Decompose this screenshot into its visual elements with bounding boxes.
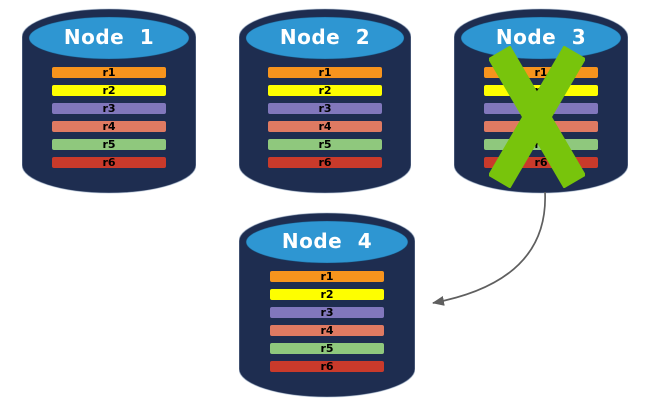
replica-bar-r5: r5 (267, 138, 383, 151)
replica-label: r5 (102, 138, 116, 151)
node-title: Node 2 (279, 25, 371, 49)
replica-label: r5 (318, 138, 332, 151)
node-3: Node 3 r1 r2 r3 r4 r5 r6 (454, 7, 628, 194)
replica-bar-r3: r3 (269, 306, 385, 319)
replica-bar-r5: r5 (51, 138, 167, 151)
replica-label: r1 (534, 66, 548, 79)
replica-label: r2 (320, 288, 334, 301)
replica-bar-r4: r4 (267, 120, 383, 133)
replica-label: r4 (318, 120, 332, 133)
replica-label: r3 (318, 102, 332, 115)
replica-bar-r3: r3 (51, 102, 167, 115)
replica-label: r4 (320, 324, 334, 337)
replica-bar-r1: r1 (269, 270, 385, 283)
node-4: Node 4 r1 r2 r3 r4 r5 r6 (239, 211, 415, 398)
replica-bar-r3: r3 (267, 102, 383, 115)
replica-label: r3 (102, 102, 116, 115)
replica-label: r1 (318, 66, 332, 79)
replica-bar-r1: r1 (51, 66, 167, 79)
replica-bar-r2: r2 (267, 84, 383, 97)
failure-x-icon (489, 46, 585, 188)
node-2: Node 2 r1 r2 r3 r4 r5 r6 (239, 7, 411, 194)
node-title: Node 3 (495, 25, 587, 49)
replica-label: r3 (320, 306, 334, 319)
node-1: Node 1 r1 r2 r3 r4 r5 r6 (22, 7, 196, 194)
replica-list: r1 r2 r3 r4 r5 r6 (51, 66, 167, 174)
replica-label: r6 (102, 156, 116, 169)
replica-bar-r6: r6 (267, 156, 383, 169)
replica-label: r6 (320, 360, 334, 373)
replica-label: r6 (534, 156, 548, 169)
replica-bar-r4: r4 (51, 120, 167, 133)
replica-bar-r6: r6 (269, 360, 385, 373)
replica-label: r2 (318, 84, 332, 97)
replica-bar-r2: r2 (51, 84, 167, 97)
replica-bar-r2: r2 (269, 288, 385, 301)
replica-label: r6 (318, 156, 332, 169)
replica-list: r1 r2 r3 r4 r5 r6 (269, 270, 385, 378)
replica-label: r5 (320, 342, 334, 355)
replica-bar-r4: r4 (269, 324, 385, 337)
node-title: Node 1 (63, 25, 155, 49)
replica-label: r4 (102, 120, 116, 133)
replica-label: r1 (320, 270, 334, 283)
replica-list: r1 r2 r3 r4 r5 r6 (267, 66, 383, 174)
replica-bar-r6: r6 (51, 156, 167, 169)
replica-label: r1 (102, 66, 116, 79)
replica-bar-r1: r1 (267, 66, 383, 79)
node-title: Node 4 (281, 229, 373, 253)
replica-label: r2 (102, 84, 116, 97)
replica-bar-r5: r5 (269, 342, 385, 355)
